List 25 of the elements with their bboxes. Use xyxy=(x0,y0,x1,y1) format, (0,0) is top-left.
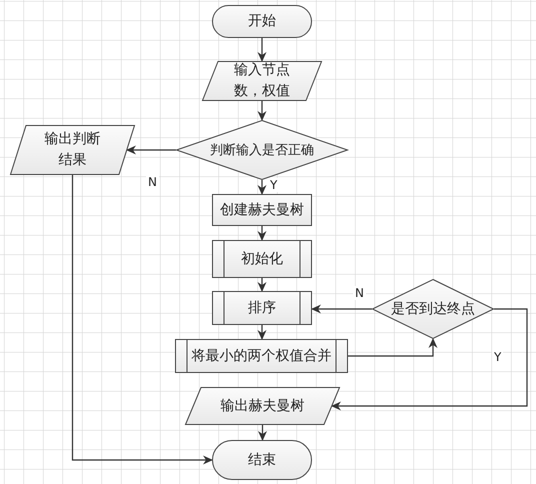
process-box: 创建赫夫曼树 xyxy=(212,194,312,226)
decision-diamond: 是否到达终点 xyxy=(372,279,494,339)
arrow xyxy=(258,38,266,62)
arrow xyxy=(348,338,438,357)
arrow xyxy=(258,226,266,241)
terminal-shape: 结束 xyxy=(212,440,312,480)
arrow xyxy=(258,278,266,292)
terminal-shape: 开始 xyxy=(212,5,312,38)
subprocess-box: 将最小的两个权值合并 xyxy=(175,339,348,373)
arrow xyxy=(72,175,213,464)
arrow xyxy=(311,304,372,314)
edge-label: N xyxy=(146,175,159,189)
arrow xyxy=(258,101,266,121)
edge-label: N xyxy=(353,286,366,300)
subprocess-box: 排序 xyxy=(212,291,312,325)
subprocess-box: 初始化 xyxy=(212,240,312,278)
edge-label: Y xyxy=(492,350,504,364)
arrow xyxy=(331,308,528,410)
io-parallelogram: 输出赫夫曼树 xyxy=(185,387,340,425)
arrow xyxy=(258,180,266,195)
arrow xyxy=(258,425,267,441)
arrow xyxy=(258,325,266,340)
arrow xyxy=(126,146,176,154)
edge-label: Y xyxy=(268,178,280,192)
decision-diamond: 判断输入是否正确 xyxy=(176,120,348,180)
